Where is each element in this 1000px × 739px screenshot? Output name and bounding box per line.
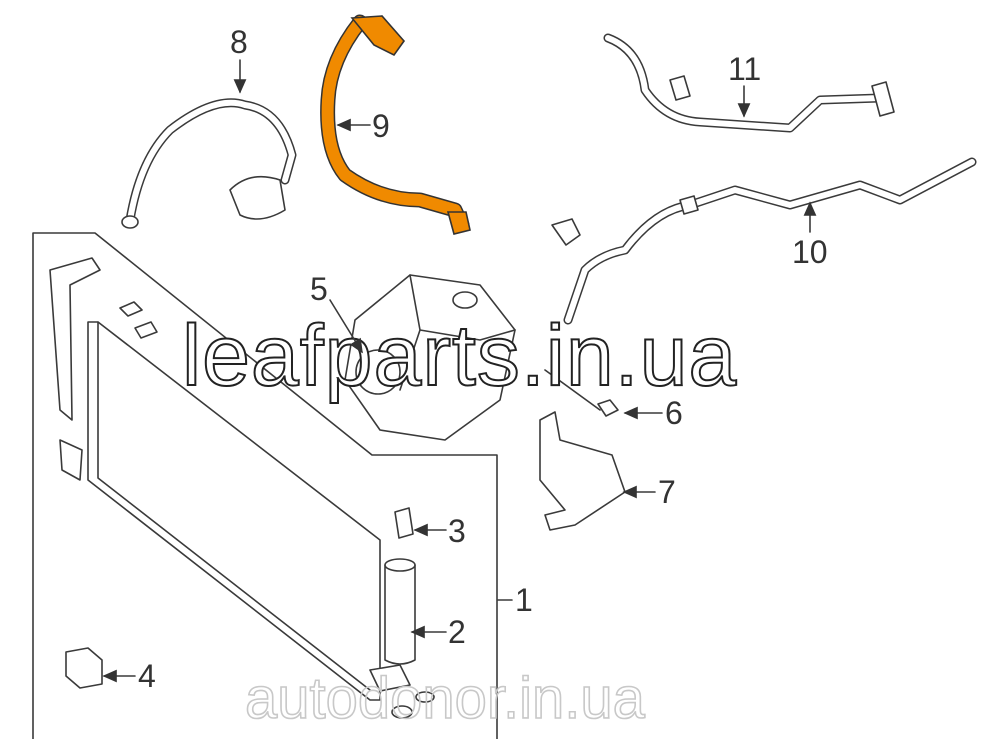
watermark-autodonor: autodonor.in.ua: [245, 666, 646, 731]
pipe-10-part[interactable]: [551, 157, 977, 325]
svg-text:3: 3: [448, 513, 466, 549]
callout-5: 5: [310, 271, 363, 354]
svg-text:6: 6: [665, 395, 683, 431]
condenser-frame: [32, 232, 498, 739]
callout-2: 2: [410, 614, 466, 650]
callout-11: 11: [728, 51, 761, 118]
callout-1: 1: [497, 582, 533, 618]
receiver-drier-part[interactable]: [369, 558, 435, 719]
callout-7: 7: [622, 474, 676, 510]
callout-8: 8: [230, 24, 248, 94]
bracket-7-part[interactable]: [539, 411, 626, 531]
bolt-fittings[interactable]: [119, 301, 158, 339]
svg-text:4: 4: [138, 658, 156, 694]
hose-9-part[interactable]: [320, 14, 471, 235]
cap-part[interactable]: [394, 507, 414, 539]
svg-text:5: 5: [310, 271, 328, 307]
svg-text:2: 2: [448, 614, 466, 650]
hose-8-part[interactable]: [121, 98, 297, 229]
callout-10: 10: [792, 201, 828, 270]
condenser-part[interactable]: [49, 257, 381, 701]
svg-text:11: 11: [728, 51, 761, 87]
watermark-leafparts: leafparts.in.ua: [182, 308, 737, 404]
pipe-11-part[interactable]: [603, 33, 895, 133]
bracket-part[interactable]: [65, 647, 103, 689]
callout-3: 3: [413, 513, 466, 549]
svg-text:8: 8: [230, 24, 248, 60]
callout-6: 6: [623, 395, 683, 431]
svg-text:9: 9: [372, 108, 390, 144]
bolt-part[interactable]: [544, 369, 619, 417]
compressor-part[interactable]: [344, 274, 516, 441]
svg-text:10: 10: [792, 234, 828, 270]
callout-9: 9: [336, 108, 390, 144]
callout-4: 4: [102, 658, 156, 694]
svg-text:1: 1: [515, 582, 533, 618]
svg-text:7: 7: [658, 474, 676, 510]
